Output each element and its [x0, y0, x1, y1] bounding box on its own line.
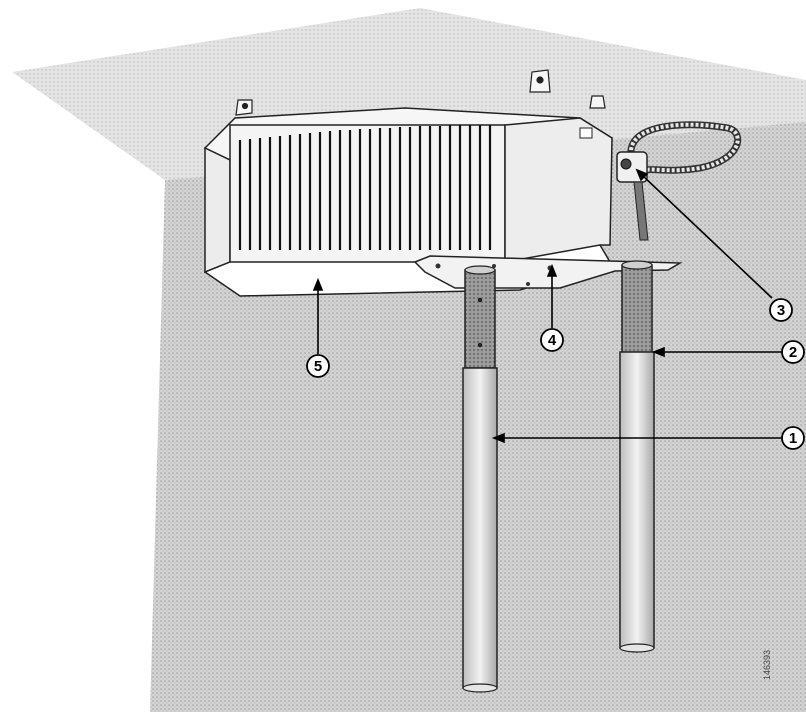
callout-5-number: 5	[314, 358, 322, 375]
callout-3: 3	[769, 298, 793, 322]
enclosure-side	[504, 117, 613, 263]
leader-lines	[312, 168, 782, 444]
callout-3-number: 3	[777, 302, 785, 319]
mounting-tabs	[235, 69, 606, 116]
callout-4-number: 4	[548, 332, 557, 349]
callout-4: 4	[540, 328, 564, 352]
callout-1: 1	[781, 426, 805, 450]
callout-5: 5	[306, 354, 330, 378]
figure-id: 146393	[762, 650, 772, 680]
side-latch	[579, 127, 593, 139]
antenna-mast-right	[619, 260, 655, 653]
antenna-mast-left	[462, 265, 498, 693]
cable-inner	[628, 122, 740, 173]
cooling-fins	[238, 125, 492, 250]
callout-2-number: 2	[789, 344, 797, 361]
access-point-enclosure	[204, 146, 231, 274]
callout-1-number: 1	[789, 430, 797, 447]
enclosure-front	[229, 124, 506, 263]
callout-2: 2	[781, 340, 805, 364]
